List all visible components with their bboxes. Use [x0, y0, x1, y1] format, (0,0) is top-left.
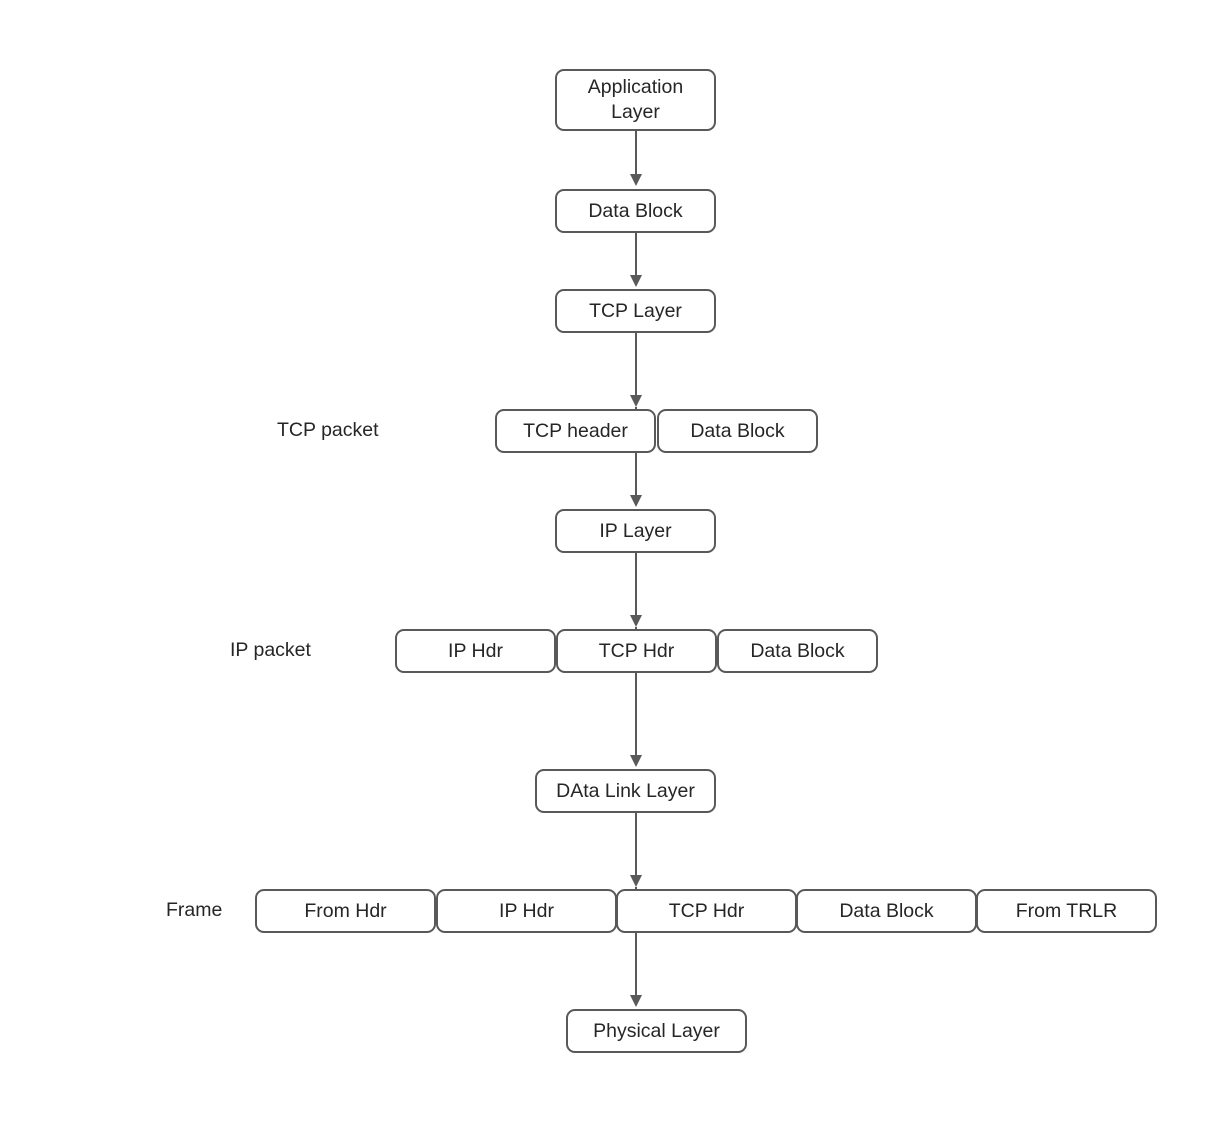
arrow-data-block-to-tcp-layer: [629, 231, 643, 287]
node-frame-from-trlr[interactable]: From TRLR: [976, 889, 1157, 933]
arrow-tcp-layer-to-tcp-packet: [629, 331, 643, 407]
node-ip-packet-tcp-hdr[interactable]: TCP Hdr: [556, 629, 717, 673]
node-frame-data-block[interactable]: Data Block: [796, 889, 977, 933]
node-frame-tcp-hdr[interactable]: TCP Hdr: [616, 889, 797, 933]
node-physical-layer[interactable]: Physical Layer: [566, 1009, 747, 1053]
arrow-ip-layer-to-ip-packet: [629, 551, 643, 627]
arrow-data-link-layer-to-frame: [629, 811, 643, 887]
row-label-ip-packet: IP packet: [230, 639, 311, 661]
row-label-tcp-packet: TCP packet: [277, 419, 379, 441]
arrow-ip-packet-to-data-link-layer: [629, 627, 643, 767]
node-frame-ip-hdr[interactable]: IP Hdr: [436, 889, 617, 933]
arrow-application-to-data-block: [629, 130, 643, 186]
node-application-layer[interactable]: Application Layer: [555, 69, 716, 131]
node-data-link-layer[interactable]: DAta Link Layer: [535, 769, 716, 813]
arrow-frame-to-physical-layer: [629, 887, 643, 1007]
node-tcp-packet-data-block[interactable]: Data Block: [657, 409, 818, 453]
node-tcp-packet-tcp-header[interactable]: TCP header: [495, 409, 656, 453]
node-data-block[interactable]: Data Block: [555, 189, 716, 233]
node-frame-from-hdr[interactable]: From Hdr: [255, 889, 436, 933]
node-ip-packet-ip-hdr[interactable]: IP Hdr: [395, 629, 556, 673]
node-tcp-layer[interactable]: TCP Layer: [555, 289, 716, 333]
row-label-frame: Frame: [166, 899, 223, 921]
node-ip-packet-data-block[interactable]: Data Block: [717, 629, 878, 673]
node-ip-layer[interactable]: IP Layer: [555, 509, 716, 553]
